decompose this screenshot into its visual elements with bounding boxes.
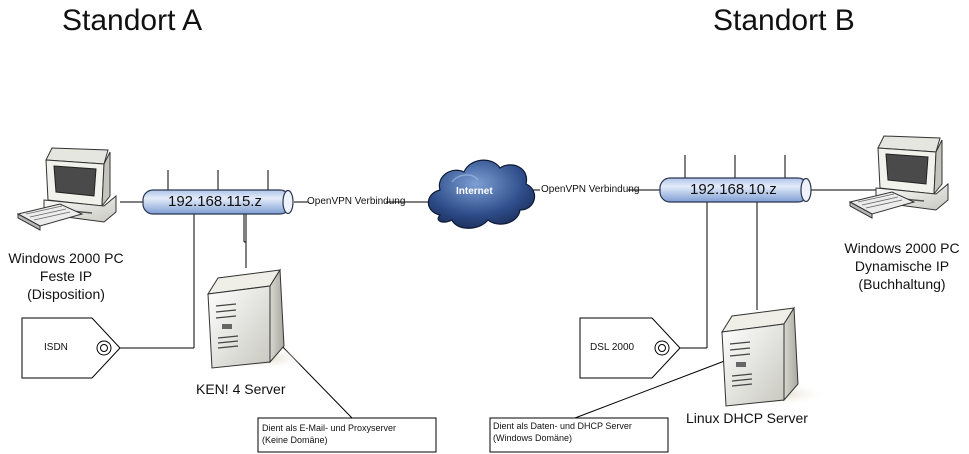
note-b-line1: Dient als Daten- und DHCP Server xyxy=(493,421,632,431)
pc-a-label-line3: (Disposition) xyxy=(27,286,105,302)
pc-a-label-line2: Feste IP xyxy=(39,268,93,284)
dsl-modem-icon xyxy=(579,317,681,379)
pc-b-label-line2: Dynamische IP xyxy=(854,258,950,274)
vpn-link-label-b: OpenVPN Verbindung xyxy=(541,184,640,195)
isdn-modem-icon xyxy=(21,317,121,379)
ken-server-icon xyxy=(207,268,310,370)
ken-server-label: KEN! 4 Server xyxy=(196,381,286,397)
internet-cloud xyxy=(427,159,536,229)
windows-pc-a-icon xyxy=(16,147,117,231)
note-box-a xyxy=(257,417,437,453)
linux-dhcp-server-icon xyxy=(721,306,826,407)
pc-b-label-line3: (Buchhaltung) xyxy=(858,276,946,292)
network-a-address: 192.168.115.z xyxy=(168,193,262,210)
network-bus-b xyxy=(659,177,812,203)
note-a-text: Dient als E-Mail- und Proxyserver (Keine… xyxy=(262,422,396,446)
windows-pc-b-icon xyxy=(848,135,949,219)
linux-server-label: Linux DHCP Server xyxy=(686,410,808,426)
note-a-line1: Dient als E-Mail- und Proxyserver xyxy=(262,423,397,433)
note-box-b xyxy=(489,417,669,453)
note-b-line2: (Windows Domäne) xyxy=(493,433,573,443)
dsl-label: DSL 2000 xyxy=(590,342,635,353)
note-a-line2: (Keine Domäne) xyxy=(262,435,328,445)
site-a-title: Standort A xyxy=(62,4,203,37)
site-b-title: Standort B xyxy=(713,4,855,37)
vpn-link-label-a: OpenVPN Verbindung xyxy=(307,196,406,207)
internet-label: Internet xyxy=(456,186,493,197)
note-b-text: Dient als Daten- und DHCP Server (Window… xyxy=(493,420,632,444)
pc-a-label-line1: Windows 2000 PC xyxy=(8,250,124,266)
network-bus-a xyxy=(142,189,294,215)
pc-a-label: Windows 2000 PC Feste IP (Disposition) xyxy=(0,249,132,303)
pc-b-label: Windows 2000 PC Dynamische IP (Buchhaltu… xyxy=(836,239,968,293)
isdn-label: ISDN xyxy=(44,342,68,353)
pc-b-label-line1: Windows 2000 PC xyxy=(844,240,960,256)
network-b-address: 192.168.10.z xyxy=(690,181,777,198)
